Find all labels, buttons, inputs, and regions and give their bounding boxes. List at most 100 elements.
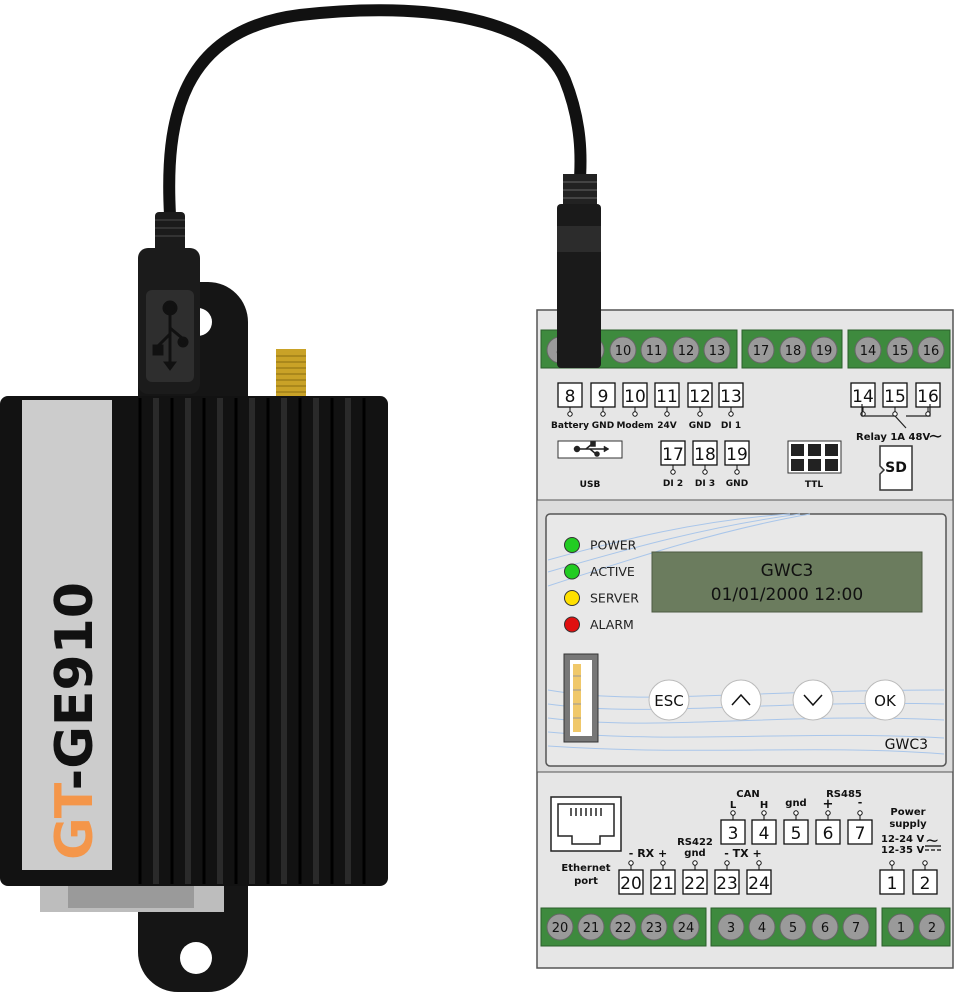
usb-plug xyxy=(138,212,200,394)
screw-number: 22 xyxy=(615,921,632,936)
terminal-23: 23 xyxy=(714,860,740,895)
terminal-22: 22 xyxy=(682,860,708,895)
power-dc-label: 12-35 V xyxy=(881,845,924,856)
up-button[interactable] xyxy=(720,679,762,721)
screw-number: 20 xyxy=(552,921,569,936)
terminal-screw: 18 xyxy=(779,336,807,364)
usb-label: USB xyxy=(580,480,601,490)
panel-model-label: GWC3 xyxy=(885,737,928,753)
ok-button[interactable]: OK xyxy=(864,679,906,721)
led-indicator-icon xyxy=(564,616,580,633)
terminal-number: 22 xyxy=(684,874,706,894)
terminal-screw: 17 xyxy=(747,336,775,364)
gnd-label: gnd xyxy=(785,798,806,809)
terminal-screw: 11 xyxy=(640,336,668,364)
relay-label: Relay 1A 48V xyxy=(856,432,930,443)
led-label: ALARM xyxy=(590,617,634,632)
terminal-screw: 20 xyxy=(546,913,574,941)
tx-label: - TX + xyxy=(724,847,761,860)
terminal-screw: 16 xyxy=(917,336,945,364)
terminal-number: 15 xyxy=(884,387,906,407)
terminal-number: 14 xyxy=(852,387,874,407)
esc-button[interactable]: ESC xyxy=(648,679,690,721)
terminal-5: 5 xyxy=(783,810,809,845)
screw-number: 6 xyxy=(821,921,829,936)
terminal-3: 3 xyxy=(720,810,746,845)
rs485-plus-label: + xyxy=(823,797,834,812)
terminal-number: 20 xyxy=(620,874,642,894)
terminal-number: 9 xyxy=(598,387,609,407)
terminal-label: DI 3 xyxy=(695,479,715,489)
sd-label: SD xyxy=(885,460,907,476)
led-indicator-icon xyxy=(564,537,580,553)
brand-suffix: -GE910 xyxy=(45,582,105,790)
terminal-label: GND xyxy=(689,421,711,431)
terminal-number: 11 xyxy=(656,387,678,407)
screw-number: 17 xyxy=(753,344,770,359)
down-button[interactable] xyxy=(792,679,834,721)
usb-cable xyxy=(163,4,587,221)
terminal-14: 14 xyxy=(850,382,876,417)
screw-number: 15 xyxy=(892,344,909,359)
terminal-screw: 6 xyxy=(811,913,839,941)
led-alarm: ALARM xyxy=(564,616,634,633)
chevron-up-icon xyxy=(731,693,751,706)
terminal-screw: 24 xyxy=(672,913,700,941)
top-terminal-strip: 8910111213171819141516 xyxy=(540,329,951,369)
led-active: ACTIVE xyxy=(564,563,635,580)
gwc3-controller: 8910111213171819141516 8Battery9GND10Mod… xyxy=(536,174,954,969)
terminal-screw: 5 xyxy=(779,913,807,941)
terminal-number: 1 xyxy=(887,874,898,894)
screw-number: 21 xyxy=(583,921,600,936)
screw-number: 12 xyxy=(678,344,695,359)
terminal-screw: 10 xyxy=(609,336,637,364)
terminal-number: 7 xyxy=(855,824,866,844)
terminal-screw: 13 xyxy=(703,336,731,364)
terminal-label: Modem xyxy=(616,421,653,431)
led-label: SERVER xyxy=(590,591,639,606)
terminal-screw: 21 xyxy=(577,913,605,941)
terminal-16: 16 xyxy=(915,382,941,417)
terminal-screw: 7 xyxy=(842,913,870,941)
led-power: POWER xyxy=(564,537,637,553)
terminal-number: 8 xyxy=(565,387,576,407)
relay-contact-lines xyxy=(861,404,931,429)
terminal-screw: 2 xyxy=(918,913,946,941)
terminal-label: DI 1 xyxy=(721,421,741,431)
bracket-hole-bottom xyxy=(180,942,212,974)
terminal-number: 18 xyxy=(694,445,716,465)
led-label: POWER xyxy=(590,538,637,553)
terminal-21: 21 xyxy=(650,860,676,895)
terminal-label: 24V xyxy=(657,421,677,431)
sd-card-icon: SD xyxy=(879,445,913,491)
terminal-1: 1 xyxy=(879,860,905,895)
terminal-number: 5 xyxy=(791,824,802,844)
terminal-label: GND xyxy=(726,479,748,489)
rs422-gnd-label: gnd xyxy=(684,848,705,859)
screw-number: 3 xyxy=(727,921,735,936)
screw-number: 7 xyxy=(852,921,860,936)
screw-number: 11 xyxy=(646,344,663,359)
dc-icon xyxy=(925,845,941,851)
ac-tilde-icon: ∼ xyxy=(928,426,943,447)
rs485-minus-label: - xyxy=(858,796,863,809)
terminal-number: 2 xyxy=(920,874,931,894)
led-indicator-icon xyxy=(564,563,580,580)
screw-number: 2 xyxy=(928,921,936,936)
rs422-label: RS422 xyxy=(677,837,713,848)
ac-icon: ∼ xyxy=(925,831,939,851)
terminal-24: 24 xyxy=(746,860,772,895)
terminal-20: 20 xyxy=(618,860,644,895)
can-label: CAN xyxy=(736,789,759,800)
terminal-6: 6 xyxy=(815,810,841,845)
screw-number: 23 xyxy=(646,921,663,936)
terminal-number: 3 xyxy=(728,824,739,844)
ok-button-label: OK xyxy=(874,692,897,710)
jack-plug xyxy=(557,174,601,368)
